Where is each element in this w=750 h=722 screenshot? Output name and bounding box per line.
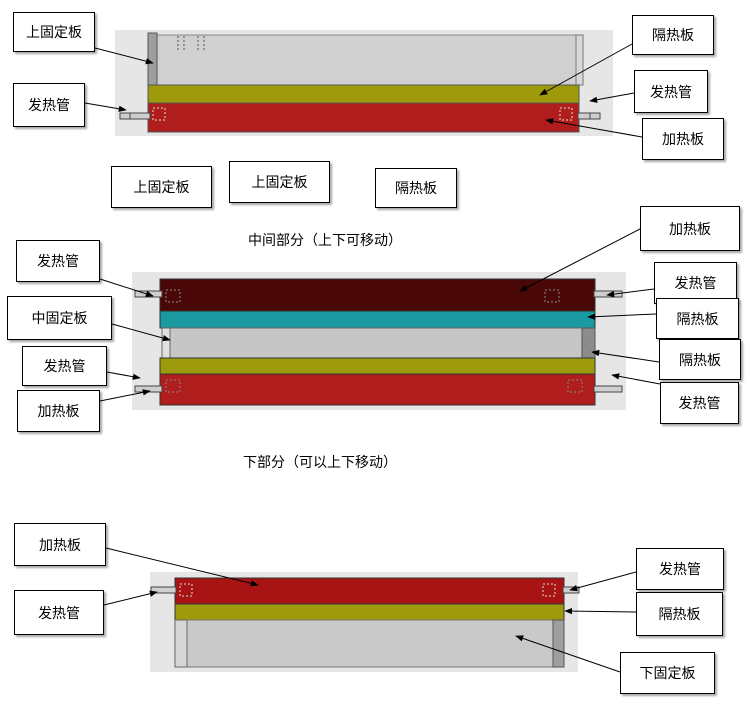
label-mid-heater-tube-tl: 发热管 [16,240,100,282]
middle-teal-insulation [159,310,596,329]
upper-plate-left-bracket [147,32,158,86]
label-insulation-plate: 隔热板 [632,15,714,55]
label-mid-insulation-tr: 隔热板 [656,298,739,339]
bottom-assembly [150,572,580,672]
lower-plate-left-bracket [174,619,188,668]
caption-bottom-section: 下部分（可以上下移动） [243,455,397,471]
middle-fixed-plate [161,327,583,359]
label-mid-heater-tube-br: 发热管 [660,382,739,424]
top-assembly [115,30,613,136]
label-bottom-heating-plate: 加热板 [14,523,106,566]
standalone-box-upper-plate-2: 上固定板 [229,161,330,203]
middle-plate-left-edge [161,327,171,359]
middle-heating-plate-top [159,278,596,312]
bottom-insulation-plate [174,603,565,621]
middle-olive-insulation [159,357,596,375]
top-insulation-plate [147,84,580,104]
label-upper-fixed-plate: 上固定板 [13,12,95,52]
label-bottom-insulation-plate: 隔热板 [636,592,723,636]
label-mid-insulation-mr: 隔热板 [659,339,741,380]
label-mid-heating-plate-tr: 加热板 [640,206,740,251]
lower-plate-right-bracket [552,619,565,668]
middle-heating-plate-bottom [159,373,596,406]
top-heating-plate [147,102,580,133]
top-tube-left [119,112,151,120]
label-mid-heater-tube-tr: 发热管 [654,262,737,304]
middle-plate-right-edge [581,327,596,359]
middle-assembly [132,272,626,410]
label-mid-fixed-plate: 中固定板 [7,296,112,340]
caption-middle-section: 中间部分（上下可移动） [248,233,402,249]
label-bottom-heater-tube-left: 发热管 [14,590,104,635]
top-tube-right [577,112,601,120]
label-heater-tube-left: 发热管 [13,83,85,127]
upper-plate-right-bracket [575,34,584,86]
standalone-box-upper-plate-1: 上固定板 [111,166,212,208]
label-lower-fixed-plate: 下固定板 [620,652,715,694]
upper-fixed-plate [154,34,579,86]
label-bottom-heater-tube-right: 发热管 [636,548,724,590]
standalone-box-insulation: 隔热板 [375,168,457,208]
lower-fixed-plate [174,619,565,668]
bottom-heating-plate [174,577,565,605]
label-heating-plate: 加热板 [642,118,724,160]
label-mid-heater-tube-ml: 发热管 [22,346,107,386]
label-heater-tube-right: 发热管 [634,70,708,113]
label-mid-heating-plate-bl: 加热板 [17,390,100,432]
